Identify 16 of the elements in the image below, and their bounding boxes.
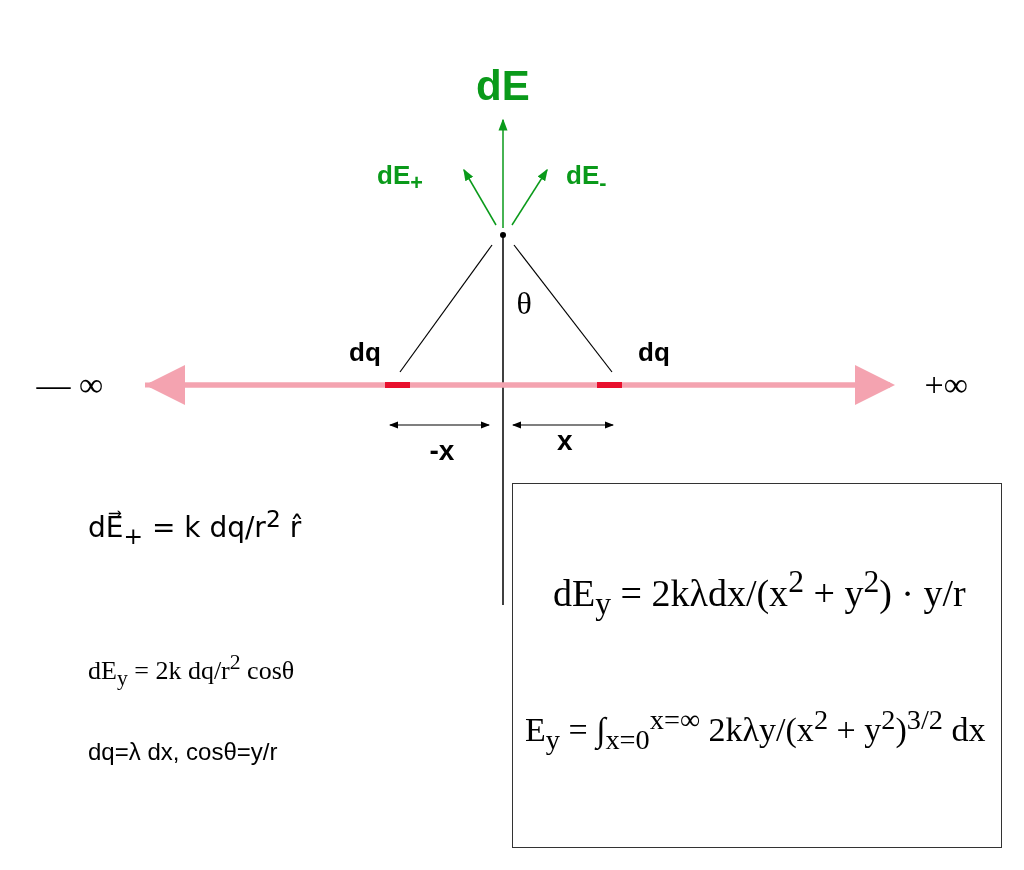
equation: dq=λ dx, cosθ=y/r bbox=[88, 738, 278, 766]
equation: dE$_{y}$ = 2k dq/r$^{2}$ cosθ bbox=[88, 650, 295, 691]
distance-label: -x bbox=[429, 435, 455, 467]
equation: E$_{y}$ = ∫$_{x=0}$$^{x=∞}$ 2kλy/(x$^{2}$ + y$^{2}$)$^{3/2}$ dx bbox=[525, 704, 986, 757]
charge-label: dq bbox=[638, 337, 670, 368]
infinity-label: +∞ bbox=[924, 366, 968, 404]
equation: dE⃗$_{+}$ = k dq/r$^{2}$ r̂ bbox=[88, 505, 302, 550]
charge-label: dq bbox=[349, 337, 381, 368]
field-label: dE$_{+}$ bbox=[377, 160, 423, 197]
formula-box bbox=[512, 483, 1002, 848]
infinity-label: — ∞ bbox=[36, 366, 104, 404]
equation: dE$_{y}$ = 2kλdx/(x$^{2}$ + y$^{2}$) · y/r bbox=[553, 564, 966, 623]
field-label: dE$_{-}$ bbox=[566, 160, 607, 197]
angle-label: θ bbox=[516, 285, 532, 322]
field-label: dE bbox=[476, 62, 530, 110]
distance-label: x bbox=[557, 425, 573, 457]
